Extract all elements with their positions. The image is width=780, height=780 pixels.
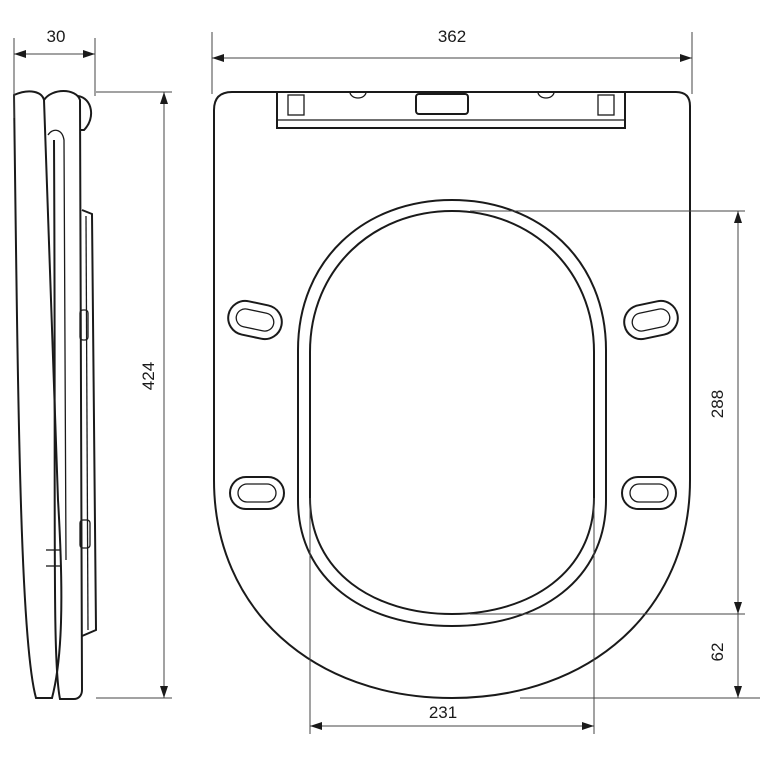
hinge-quick-release-button (415, 93, 469, 115)
dim-label-opening-width: 231 (429, 703, 457, 722)
side-view-buffer-top (79, 309, 89, 341)
side-view-underside (81, 209, 98, 637)
side-view-hinge (77, 95, 93, 131)
dim-label-opening-length: 288 (708, 390, 727, 418)
arrow-length-bottom (160, 686, 168, 698)
side-view-buffer-bottom (79, 519, 91, 549)
buffer-pad-top-right (623, 299, 679, 341)
dim-label-front-margin: 62 (708, 643, 727, 662)
arrow-width-left (212, 54, 224, 62)
seat-opening-inner-rim (309, 209, 595, 616)
buffer-pad-bottom-left (229, 476, 285, 510)
top-view (213, 91, 691, 700)
hinge-pin-left (349, 91, 367, 99)
hinge-pin-right (537, 91, 555, 99)
seat-opening-outer-rim (297, 198, 607, 628)
hinge-bar (276, 91, 626, 129)
side-view-seat-inner-line (47, 129, 67, 561)
side-view-seat-outer (43, 90, 84, 700)
arrow-length-top (160, 92, 168, 104)
buffer-pad-top-left (227, 299, 283, 341)
arrow-width-right (680, 54, 692, 62)
side-view (12, 90, 98, 700)
seat-outer-contour (213, 91, 691, 700)
arrow-opening-width-right (582, 722, 594, 730)
buffer-pad-bottom-right (621, 476, 677, 510)
dim-label-side-depth: 30 (47, 27, 66, 46)
side-view-underside-inner (85, 215, 89, 631)
arrow-front-margin-bottom (734, 686, 742, 698)
dimension-lines (13, 32, 760, 734)
dim-label-overall-length: 424 (139, 362, 158, 390)
hinge-right-block (597, 94, 615, 116)
arrow-opening-width-left (310, 722, 322, 730)
hinge-bar-body (276, 91, 626, 129)
arrow-opening-top (734, 211, 742, 223)
arrow-depth-right (83, 50, 95, 58)
arrow-depth-left (14, 50, 26, 58)
dimension-labels: 30 362 424 288 62 231 (47, 27, 727, 722)
arrow-opening-bottom (734, 602, 742, 614)
dim-label-overall-width: 362 (438, 27, 466, 46)
hinge-left-block (287, 94, 305, 116)
